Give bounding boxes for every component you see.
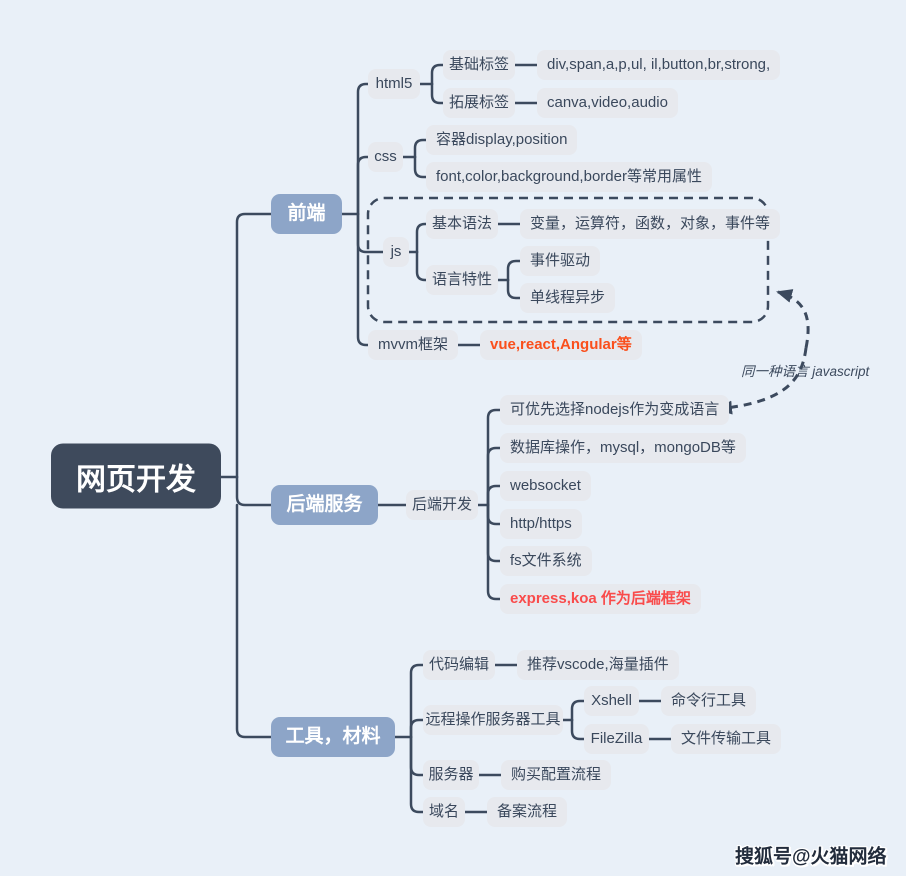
node-js[interactable]: js xyxy=(383,237,409,267)
arrow-to-js-group xyxy=(776,289,810,349)
node-css-container[interactable]: 容器display,position xyxy=(426,125,578,155)
branch-backend[interactable]: 后端服务 xyxy=(271,485,378,525)
branch-frontend[interactable]: 前端 xyxy=(271,194,342,234)
node-css[interactable]: css xyxy=(368,142,403,172)
node-basic-tags[interactable]: 基础标签 xyxy=(443,50,515,80)
node-code-editor-detail[interactable]: 推荐vscode,海量插件 xyxy=(517,650,679,680)
node-domain-detail[interactable]: 备案流程 xyxy=(487,797,568,827)
node-ext-tags-detail[interactable]: canva,video,audio xyxy=(537,88,678,118)
node-http-https[interactable]: http/https xyxy=(500,509,582,539)
root-node[interactable]: 网页开发 xyxy=(51,443,221,509)
watermark: 搜狐号@火猫网络 xyxy=(735,846,887,868)
node-js-syntax-detail[interactable]: 变量，运算符，函数，对象，事件等 xyxy=(520,209,781,239)
node-server[interactable]: 服务器 xyxy=(423,760,479,790)
node-js-features[interactable]: 语言特性 xyxy=(426,265,498,295)
node-mvvm[interactable]: mvvm框架 xyxy=(368,330,458,360)
node-websocket[interactable]: websocket xyxy=(500,471,591,501)
node-ext-tags[interactable]: 拓展标签 xyxy=(443,88,515,118)
node-filezilla[interactable]: FileZilla xyxy=(584,724,649,754)
node-html5[interactable]: html5 xyxy=(368,69,420,99)
node-mvvm-detail[interactable]: vue,react,Angular等 xyxy=(480,330,642,360)
tree-connectors xyxy=(219,63,673,814)
node-filezilla-detail[interactable]: 文件传输工具 xyxy=(671,724,782,754)
node-css-props[interactable]: font,color,background,border等常用属性 xyxy=(426,162,712,192)
arrow-to-nodejs xyxy=(716,347,808,415)
node-fs[interactable]: fs文件系统 xyxy=(500,546,592,576)
node-server-detail[interactable]: 购买配置流程 xyxy=(501,760,612,790)
annotation-arrows xyxy=(716,289,810,415)
annotation-same-language: 同一种语言 javascript xyxy=(741,364,870,379)
node-event-driven[interactable]: 事件驱动 xyxy=(520,246,601,276)
node-nodejs[interactable]: 可优先选择nodejs作为变成语言 xyxy=(500,395,730,425)
node-database[interactable]: 数据库操作，mysql，mongoDB等 xyxy=(500,433,746,463)
js-group-dashed-frame xyxy=(366,196,770,324)
branch-tools[interactable]: 工具，材料 xyxy=(271,717,395,757)
node-domain[interactable]: 域名 xyxy=(423,797,465,827)
node-express-koa[interactable]: express,koa 作为后端框架 xyxy=(500,584,701,614)
node-xshell[interactable]: Xshell xyxy=(584,686,639,716)
node-code-editor[interactable]: 代码编辑 xyxy=(423,650,495,680)
node-single-thread-async[interactable]: 单线程异步 xyxy=(520,283,616,313)
node-backend-dev[interactable]: 后端开发 xyxy=(406,490,478,520)
node-basic-tags-detail[interactable]: div,span,a,p,ul, il,button,br,strong, xyxy=(537,50,781,80)
node-js-syntax[interactable]: 基本语法 xyxy=(426,209,498,239)
node-remote-tools[interactable]: 远程操作服务器工具 xyxy=(423,705,563,735)
node-xshell-detail[interactable]: 命令行工具 xyxy=(661,686,757,716)
